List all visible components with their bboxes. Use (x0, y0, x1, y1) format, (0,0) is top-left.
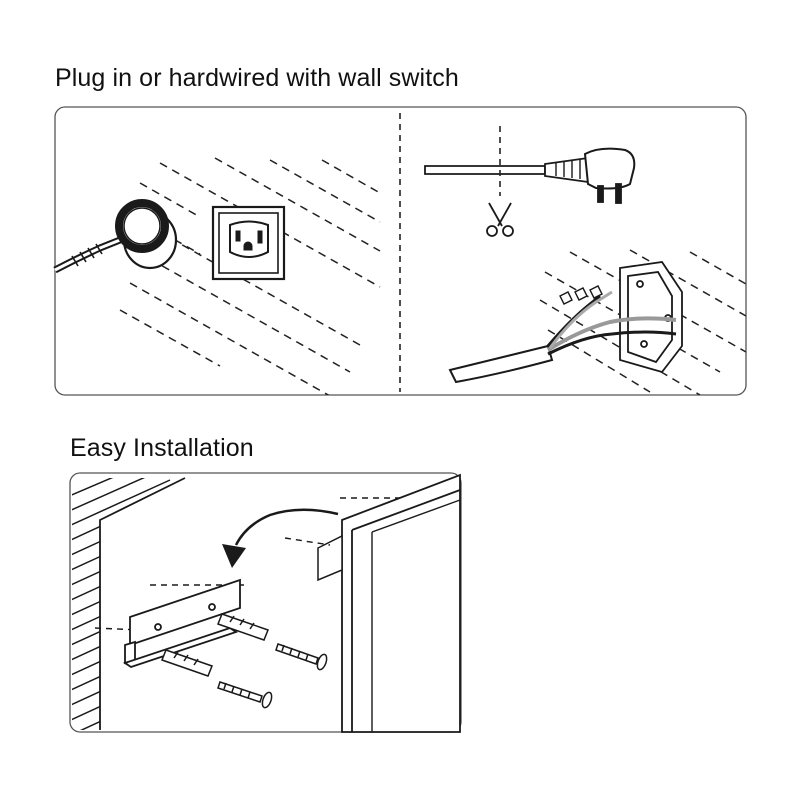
mounting-bracket-icon (94, 578, 244, 668)
junction-box-icon (448, 261, 683, 384)
installation-panel (69, 472, 462, 733)
plug-cable-icon (53, 199, 178, 274)
scissors-icon (486, 202, 514, 237)
wall-anchor-icon (161, 613, 269, 677)
curved-arrow-icon (222, 508, 339, 568)
mirror-frame-icon (284, 473, 461, 733)
screw-icon (217, 643, 328, 709)
installation-section-title: Easy Installation (70, 434, 254, 462)
wall-outlet-icon (211, 205, 286, 281)
wiring-panel (54, 106, 747, 396)
power-plug-icon (424, 147, 636, 204)
wiring-section-title: Plug in or hardwired with wall switch (55, 64, 459, 92)
